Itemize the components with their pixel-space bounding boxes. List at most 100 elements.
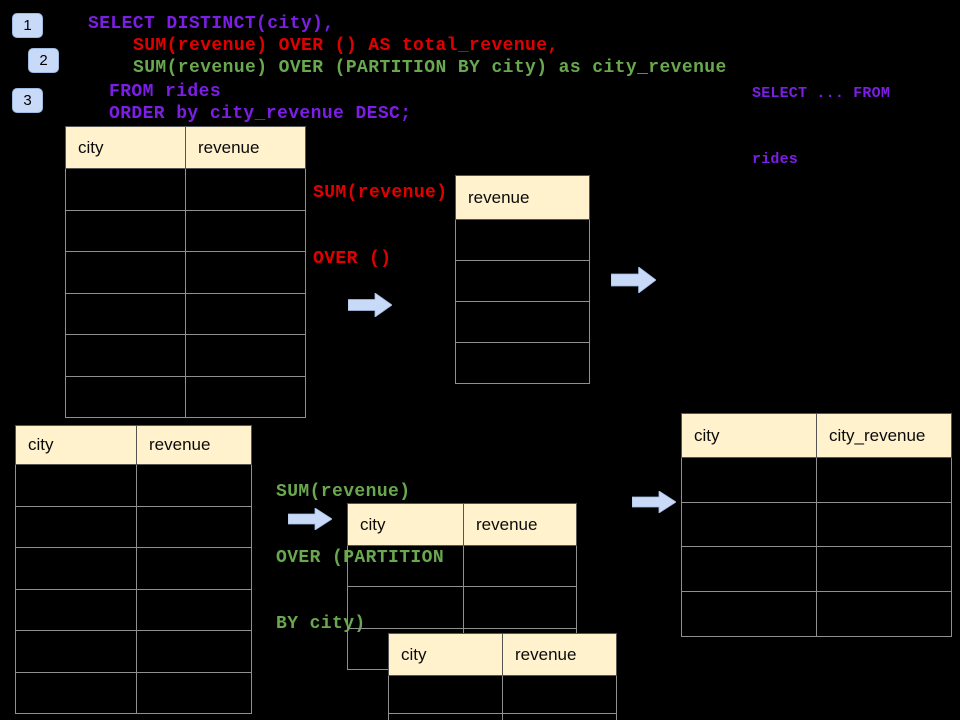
annotation-total-line-1: SUM(revenue) [313, 183, 448, 203]
table-row [388, 675, 617, 714]
sql-code-line-3: SUM(revenue) OVER (PARTITION BY city) as… [133, 58, 727, 78]
table-row [65, 292, 306, 335]
table-cell [185, 334, 306, 377]
table-source-partition: city revenue [15, 425, 252, 714]
table-cell [347, 586, 464, 629]
table-row [15, 464, 252, 507]
table-cell [136, 671, 252, 714]
table-cell [65, 168, 186, 211]
table-cell [455, 219, 590, 261]
table-cell [463, 544, 577, 588]
table-row [65, 209, 306, 252]
step-badge-2-label: 2 [39, 52, 48, 69]
table-cell [15, 630, 137, 673]
table-cell [816, 457, 952, 503]
table-cell [681, 501, 817, 548]
table-cell [816, 591, 952, 637]
table-header-row: city city_revenue [681, 413, 952, 458]
side-note: SELECT ... FROM rides [752, 39, 890, 215]
table-cell [136, 547, 252, 590]
right-arrow-icon-1 [348, 293, 392, 317]
table-row [65, 334, 306, 377]
header-city: city [347, 503, 464, 546]
table-row [681, 457, 952, 503]
right-arrow-icon-4 [632, 491, 676, 513]
table-row [455, 301, 590, 343]
sql-code-line-4: FROM rides [109, 82, 222, 102]
annotation-total: SUM(revenue) OVER () [313, 138, 447, 314]
table-cell [185, 209, 306, 252]
header-city: city [388, 633, 503, 676]
step-badge-3: 3 [12, 88, 43, 113]
table-cell [816, 501, 952, 548]
table-row [15, 547, 252, 590]
table-cell [185, 292, 306, 335]
table-row [347, 544, 577, 588]
table-cell [502, 713, 617, 720]
table-cell [502, 675, 617, 714]
header-revenue: revenue [455, 175, 590, 220]
header-city-revenue: city_revenue [816, 413, 952, 458]
table-row [15, 588, 252, 631]
table-row [15, 505, 252, 548]
step-badge-3-label: 3 [23, 92, 32, 109]
table-partition-overlay: city revenue [388, 633, 617, 720]
table-cell [185, 251, 306, 294]
table-cell [455, 342, 590, 384]
table-cell [136, 630, 252, 673]
table-row [65, 251, 306, 294]
header-city: city [681, 413, 817, 458]
table-cell [15, 464, 137, 507]
table-cell [681, 591, 817, 637]
table-row [455, 342, 590, 384]
table-cell [681, 546, 817, 593]
table-cell [65, 292, 186, 335]
right-arrow-icon-2 [611, 267, 656, 293]
right-arrow-icon-3 [288, 508, 332, 530]
table-header-row: city revenue [15, 425, 252, 465]
table-header-row: city revenue [65, 126, 306, 169]
table-cell [65, 209, 186, 252]
header-city: city [15, 425, 137, 465]
sql-code-line-1: SELECT DISTINCT(city), [88, 14, 335, 34]
header-revenue: revenue [185, 126, 306, 169]
table-row [388, 713, 617, 720]
sql-code-line-5: ORDER by city_revenue DESC; [109, 104, 412, 124]
table-cell [388, 713, 503, 720]
table-row [681, 591, 952, 637]
table-row [681, 501, 952, 548]
table-cell [65, 375, 186, 418]
table-header-row: revenue [455, 175, 590, 220]
table-cell [681, 457, 817, 503]
table-cell [455, 301, 590, 343]
table-cell [185, 168, 306, 211]
header-city: city [65, 126, 186, 169]
side-note-line-2: rides [752, 151, 799, 168]
table-row [15, 630, 252, 673]
side-note-line-1: SELECT ... FROM [752, 85, 891, 102]
table-cell [136, 505, 252, 548]
table-cell [185, 375, 306, 418]
table-cell [15, 547, 137, 590]
table-header-row: city revenue [388, 633, 617, 676]
table-row [455, 219, 590, 261]
sql-code-line-2: SUM(revenue) OVER () AS total_revenue, [133, 36, 559, 56]
step-badge-1-label: 1 [23, 17, 32, 34]
table-cell [816, 546, 952, 593]
table-row [65, 375, 306, 418]
table-cell [136, 588, 252, 631]
table-result: city city_revenue [681, 413, 952, 637]
table-row [455, 260, 590, 302]
table-cell [388, 675, 503, 714]
table-cell [15, 671, 137, 714]
table-row [681, 546, 952, 593]
table-cell [136, 464, 252, 507]
table-cell [347, 544, 464, 588]
table-header-row: city revenue [347, 503, 577, 546]
step-badge-1: 1 [12, 13, 43, 38]
table-cell [15, 588, 137, 631]
table-cell [65, 251, 186, 294]
table-row [15, 671, 252, 714]
table-cell [463, 586, 577, 629]
